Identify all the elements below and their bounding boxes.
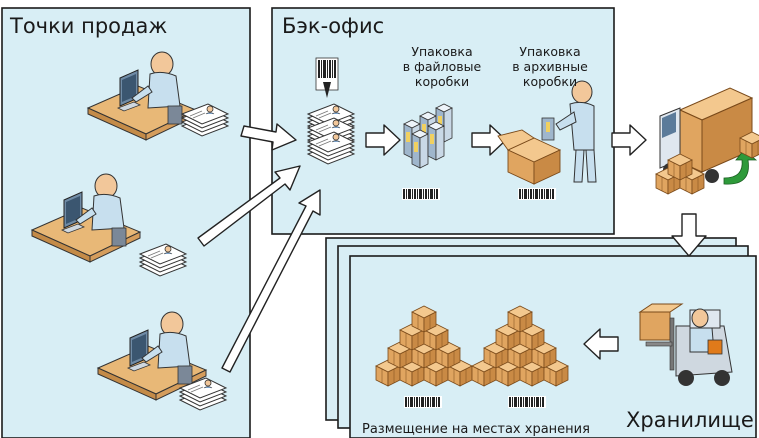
flow-arrow-icon xyxy=(671,213,707,257)
forklift-icon xyxy=(638,303,733,386)
file-boxes-label-line: в файловые xyxy=(402,59,482,74)
archive-boxes-label: Упаковка в архивные коробки xyxy=(504,44,596,89)
back-office-title: Бэк-офис xyxy=(282,14,385,38)
archive-boxes-label-line: в архивные xyxy=(512,59,588,74)
file-boxes-label-line: Упаковка xyxy=(411,44,473,59)
archive-boxes-label-line: коробки xyxy=(522,74,578,89)
flow-arrow-icon xyxy=(197,165,301,247)
flow-arrow-icon xyxy=(240,123,297,151)
points-of-sale-title: Точки продаж xyxy=(10,14,168,38)
barcode-icon xyxy=(518,188,556,200)
file-boxes-label: Упаковка в файловые коробки xyxy=(396,44,488,89)
packing-worker-icon xyxy=(497,80,597,185)
barcode-icon xyxy=(402,188,440,200)
archive-boxes-label-line: Упаковка xyxy=(519,44,581,59)
flow-arrow-icon xyxy=(611,124,647,156)
barcode-icon xyxy=(404,396,442,408)
document-stack-icon xyxy=(307,103,355,165)
storage-title: Хранилище xyxy=(626,408,754,432)
flow-arrow-icon xyxy=(221,189,321,373)
barcode-icon xyxy=(508,396,546,408)
barcode-scanner-icon xyxy=(315,57,339,98)
file-boxes-label-line: коробки xyxy=(414,74,470,89)
placement-label: Размещение на местах хранения xyxy=(362,422,590,437)
